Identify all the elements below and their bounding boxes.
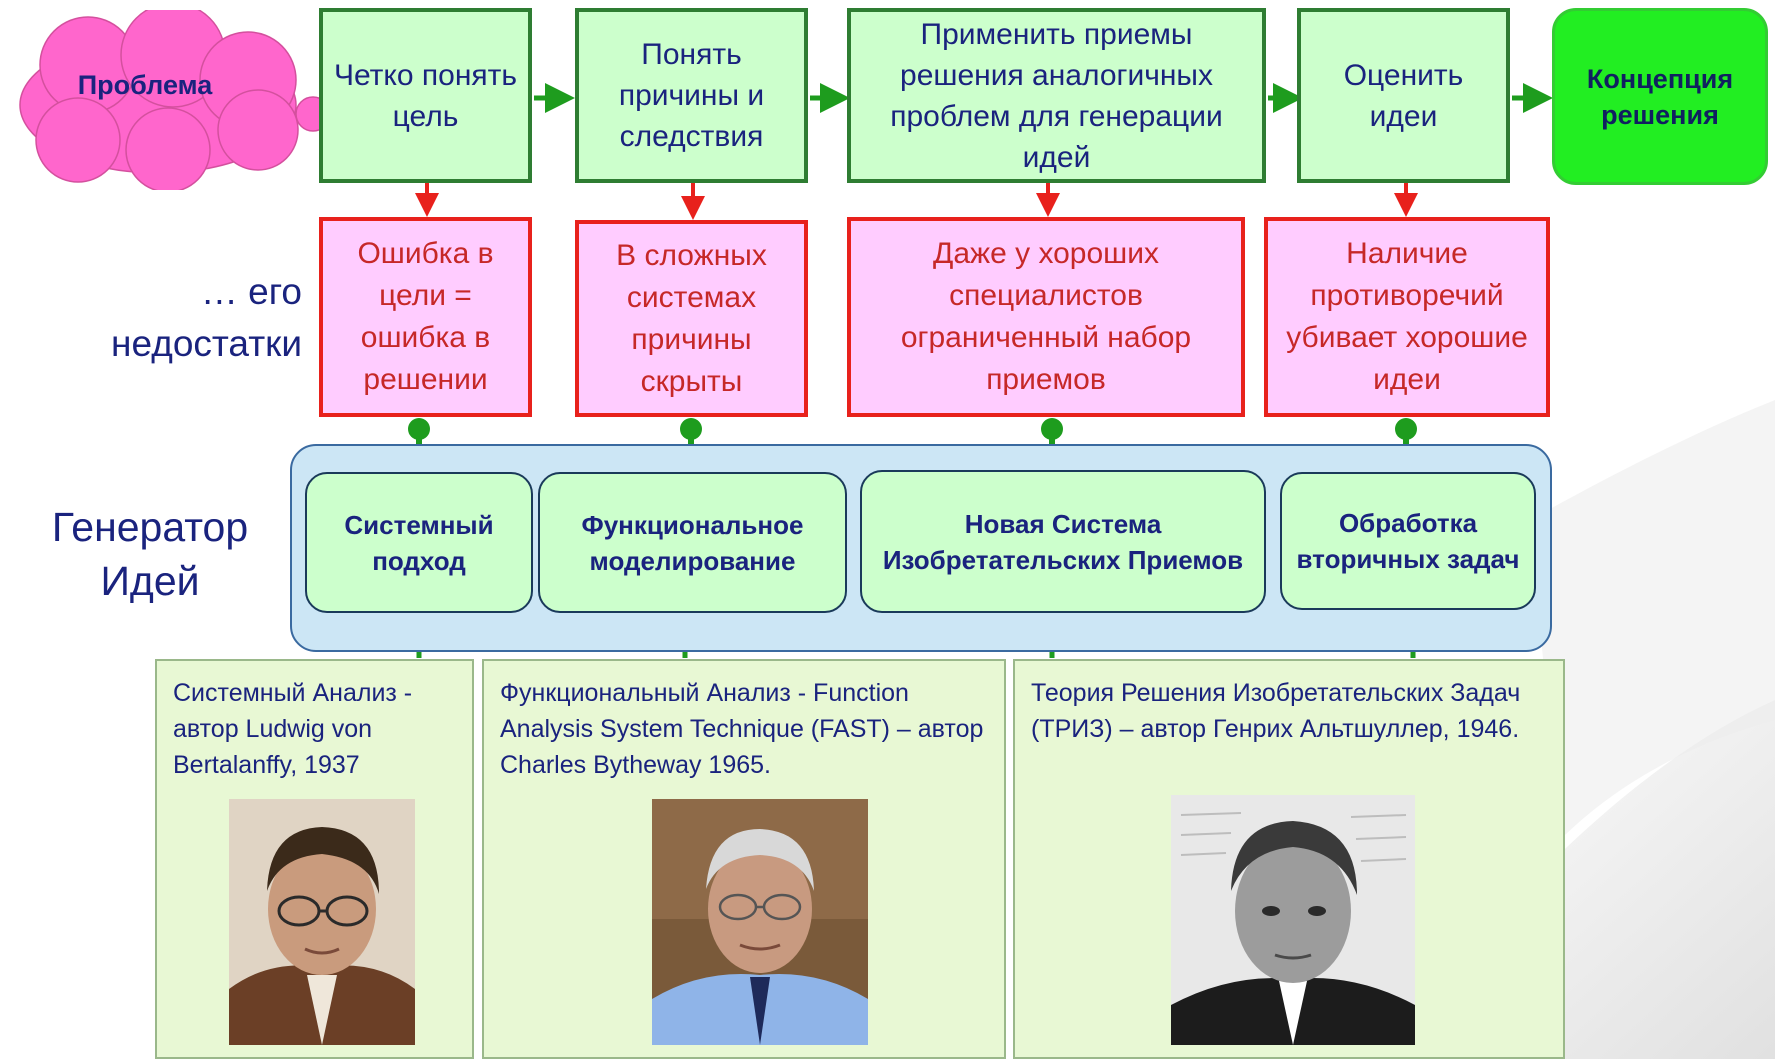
portrait-bertalanffy — [229, 799, 415, 1045]
author-panel-systems-analysis: Системный Анализ - автор Ludwig von Bert… — [155, 659, 474, 1059]
step-apply-techniques: Применить приемы решения аналогичных про… — [847, 8, 1266, 183]
author-text: Системный Анализ - автор Ludwig von Bert… — [173, 679, 413, 779]
step-label: Применить приемы решения аналогичных про… — [890, 17, 1223, 174]
step-label: Четко понять цель — [333, 58, 518, 133]
portrait-altshuller — [1171, 795, 1415, 1045]
drawback-text: Ошибка в цели = ошибка в решении — [357, 237, 494, 396]
author-text: Теория Решения Изобретательских Задач (Т… — [1031, 679, 1521, 743]
generator-label: Генератор Идей — [51, 504, 249, 604]
drawback-contradictions: Наличие противоречий убивает хорошие иде… — [1264, 217, 1550, 417]
generator-functional-modeling: Функциональное моделирование — [538, 472, 847, 613]
generator-inventive-principles: Новая Система Изобретательских Приемов — [860, 470, 1266, 613]
generator-text: Системный подход — [344, 509, 494, 576]
step-understand-goal: Четко понять цель — [319, 8, 532, 183]
step-label: Понять причины и следствия — [618, 38, 765, 153]
drawbacks-label: … его недостатки — [111, 271, 302, 364]
step-label: Оценить идеи — [1343, 58, 1464, 133]
drawback-text: В сложных системах причины скрыты — [616, 238, 767, 398]
step-causes-effects: Понять причины и следствия — [575, 8, 808, 183]
portrait-bytheway — [652, 799, 868, 1045]
generator-text: Функциональное моделирование — [581, 509, 804, 576]
generator-text: Обработка вторичных задач — [1296, 508, 1520, 574]
solution-concept-label: Концепция решения — [1586, 63, 1734, 130]
generator-secondary-problems: Обработка вторичных задач — [1280, 472, 1536, 610]
problem-label: Проблема — [77, 70, 213, 100]
solution-concept-box: Концепция решения — [1552, 8, 1768, 185]
author-panel-triz: Теория Решения Изобретательских Задач (Т… — [1013, 659, 1565, 1059]
drawback-text: Наличие противоречий убивает хорошие иде… — [1286, 237, 1528, 396]
generator-system-approach: Системный подход — [305, 472, 533, 613]
author-panel-functional-analysis: Функциональный Анализ - Function Analysi… — [482, 659, 1006, 1059]
problem-cloud — [19, 10, 338, 190]
drawback-limited-techniques: Даже у хороших специалистов ограниченный… — [847, 217, 1245, 417]
author-text: Функциональный Анализ - Function Analysi… — [500, 679, 984, 779]
drawback-goal-error: Ошибка в цели = ошибка в решении — [319, 217, 532, 417]
drawback-hidden-causes: В сложных системах причины скрыты — [575, 220, 808, 417]
generator-text: Новая Система Изобретательских Приемов — [882, 508, 1244, 575]
drawback-text: Даже у хороших специалистов ограниченный… — [900, 237, 1192, 396]
step-evaluate-ideas: Оценить идеи — [1297, 8, 1510, 183]
